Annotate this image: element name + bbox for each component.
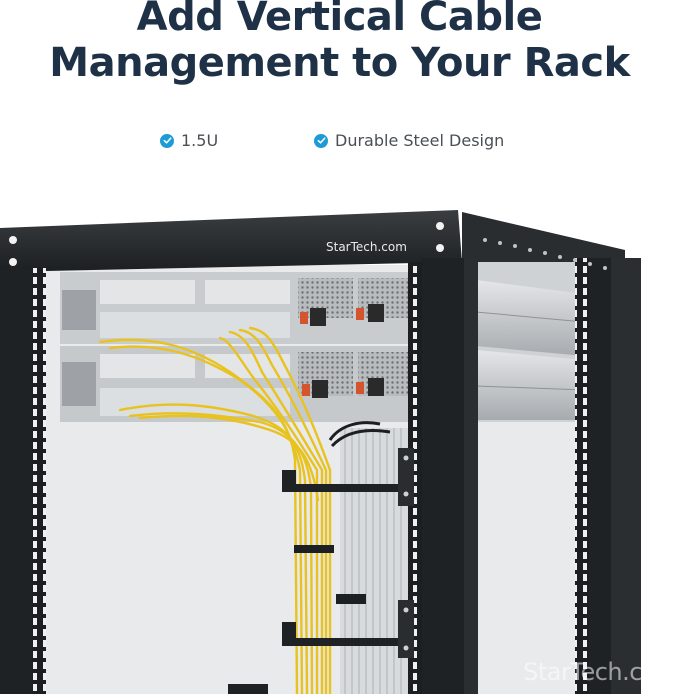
feature-label: 1.5U [181,131,219,150]
yellow-cables [98,326,332,694]
velcro-strap [294,545,334,553]
check-circle-icon [160,133,174,148]
rack-right-side [462,212,641,694]
rack-brand-label: StarTech.com [326,240,407,254]
rack-top-bar: StarTech.com [0,210,462,272]
cable-ring-upper [282,448,414,506]
headline-line-1: Add Vertical Cable [136,0,543,40]
rack-left-post [0,268,46,694]
feature-list: 1.5U Durable Steel Design [0,131,679,155]
rack-product-photo: StarTech.com [0,200,679,694]
rack-center-post [408,258,478,694]
velcro-strap [336,594,366,604]
headline: Add Vertical Cable Management to Your Ra… [0,0,679,86]
server-lower [60,346,410,422]
headline-line-2: Management to Your Rack [49,40,630,86]
feature-item: 1.5U [160,131,218,150]
cable-ring-lower [282,600,414,658]
watermark: StarTech.com [523,658,679,686]
check-circle-icon [314,133,328,148]
feature-item: Durable Steel Design [314,131,504,150]
feature-label: Durable Steel Design [335,131,505,150]
server-upper [60,272,410,344]
